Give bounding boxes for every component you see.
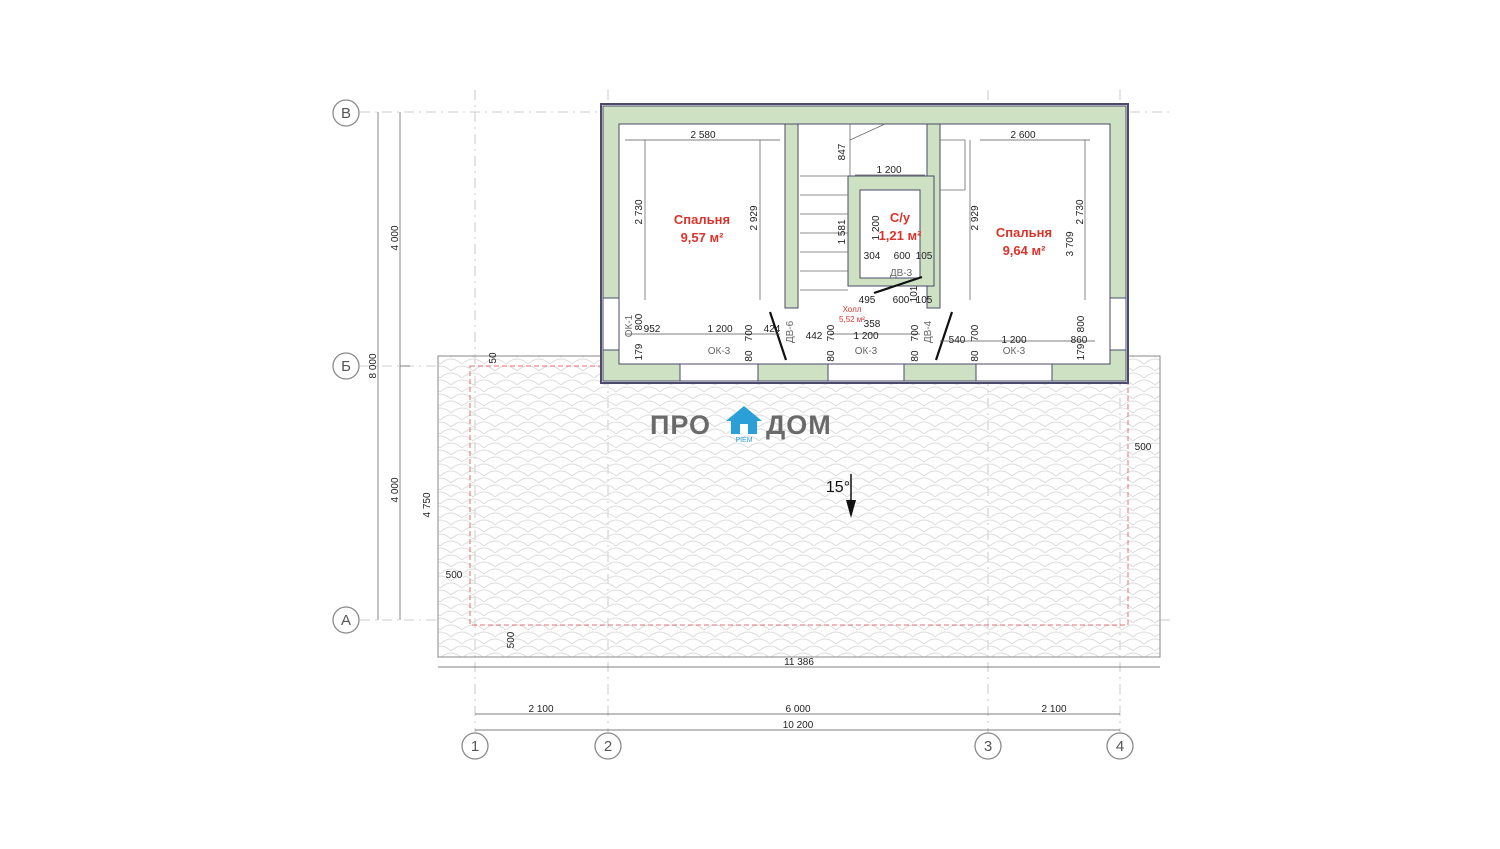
dim-label: 500: [1135, 442, 1152, 453]
dim-label: 495: [859, 295, 876, 306]
axis-col-label: 1: [471, 738, 479, 755]
axis-row-label: В: [341, 105, 351, 122]
dim-label: 1 200: [1001, 335, 1026, 346]
dim-label: 304: [864, 251, 881, 262]
roof-slab: [437, 355, 1161, 658]
roof-slope-label: 15°: [826, 479, 850, 496]
logo-subtext: PIЕМ: [735, 437, 752, 444]
dim-label: 179: [1076, 343, 1087, 360]
dim-label: 80: [910, 350, 921, 362]
dim-label: 2 929: [749, 205, 760, 230]
dim-label: 2 600: [1010, 130, 1035, 141]
room-name: Спальня: [996, 225, 1052, 240]
axis-col-label: 2: [604, 738, 612, 755]
axis-bubbles: [332, 99, 1134, 760]
room-area: 9,57 м²: [681, 230, 725, 245]
axis-col-label: 3: [984, 738, 992, 755]
dim-label: 179: [634, 343, 645, 360]
door-tag: ДВ-4: [923, 320, 934, 343]
room-name: Холл: [843, 305, 862, 314]
dim-label: 80: [744, 350, 755, 362]
dim-label: 11 386: [784, 657, 814, 668]
dim-label: 1 200: [876, 165, 901, 176]
dim-label: 3 709: [1065, 231, 1076, 256]
dim-label: 2 100: [528, 704, 553, 715]
brand-logo: ПРО ДОМ PIЕМ: [650, 406, 832, 444]
dim-label: 1 581: [837, 219, 848, 244]
room-name: С/у: [890, 210, 911, 225]
dim-label: 4 000: [390, 225, 401, 250]
dim-label: 424: [764, 324, 781, 335]
window-tag: ОК-3: [1003, 346, 1026, 357]
dim-label: 1 200: [707, 324, 732, 335]
dim-label: 105: [916, 295, 933, 306]
dim-label: 700: [910, 324, 921, 341]
window-tag: ОК-3: [708, 346, 731, 357]
dim-label: 1 200: [853, 331, 878, 342]
dim-label: 700: [826, 324, 837, 341]
dim-label: 442: [806, 331, 823, 342]
door-tag: ДВ-6: [785, 320, 796, 343]
dim-label: 50: [488, 352, 499, 364]
dim-label: 847: [837, 143, 848, 160]
room-area: 5,52 м²: [839, 315, 865, 324]
dim-label: 2 730: [634, 199, 645, 224]
dim-label: 600: [894, 251, 911, 262]
dim-label: 2 929: [970, 205, 981, 230]
dim-label: 500: [446, 570, 463, 581]
door-tag: ДВ-3: [890, 268, 913, 279]
room-area: 9,64 м²: [1003, 243, 1047, 258]
dim-label: 500: [506, 631, 517, 648]
upper-floor: [600, 103, 1129, 384]
logo-text-right: ДОМ: [766, 410, 832, 440]
room-name: Спальня: [674, 212, 730, 227]
dim-label: 10 200: [783, 720, 814, 731]
dim-label: 540: [949, 335, 966, 346]
slope-arrow-icon: [846, 474, 856, 518]
dim-label: 80: [826, 350, 837, 362]
window-tag: ОК-3: [855, 346, 878, 357]
dim-label: 2 100: [1041, 704, 1066, 715]
dim-label: 2 730: [1075, 199, 1086, 224]
dim-label: 1 200: [871, 215, 882, 240]
dim-label: 105: [916, 251, 933, 262]
dimension-lines: [377, 112, 1160, 731]
dim-label: 4 000: [390, 477, 401, 502]
dim-label: 700: [744, 324, 755, 341]
dim-label: 8 000: [368, 353, 379, 378]
dim-label: 700: [970, 324, 981, 341]
dim-label: 800: [634, 313, 645, 330]
axis-row-label: А: [341, 612, 351, 629]
dim-label: 4 750: [422, 492, 433, 517]
axis-row-label: Б: [341, 358, 351, 375]
dim-label: 800: [1076, 315, 1087, 332]
dim-label: 860: [1071, 335, 1088, 346]
dim-label: 80: [970, 350, 981, 362]
dim-label: 358: [864, 319, 881, 330]
dim-label: 101: [909, 285, 920, 302]
room-area: 1,21 м²: [879, 228, 923, 243]
dim-label: 600: [893, 295, 910, 306]
dim-label: 6 000: [785, 704, 810, 715]
axis-col-label: 4: [1116, 738, 1124, 755]
logo-text-left: ПРО: [650, 410, 711, 440]
dim-label: 2 580: [690, 130, 715, 141]
window-tag: ОК-1: [624, 314, 635, 337]
dim-label: 952: [644, 324, 661, 335]
house-icon: [726, 406, 762, 434]
